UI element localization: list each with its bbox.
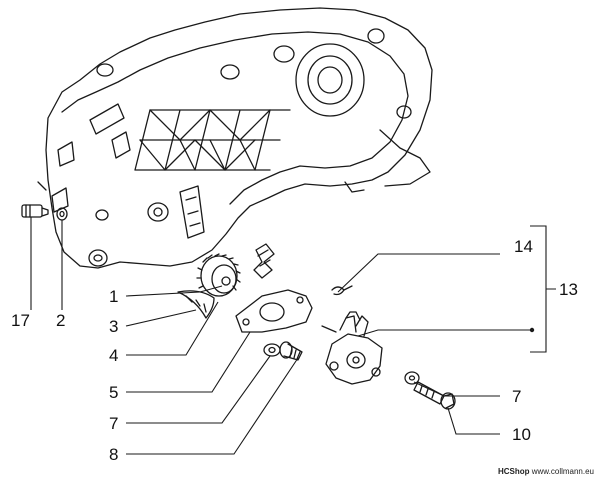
part-14-pin xyxy=(331,285,353,296)
leader-7a xyxy=(126,355,271,424)
part-17-plug xyxy=(21,204,49,218)
callout-13: 13 xyxy=(559,280,578,299)
leader-lines xyxy=(30,217,556,455)
leader-10 xyxy=(447,407,500,435)
leader-13-dot xyxy=(529,327,535,333)
callout-4: 4 xyxy=(109,346,119,365)
leader-4 xyxy=(126,301,219,356)
part-13-oil-pump xyxy=(321,311,383,385)
part-1-drive-gear xyxy=(196,253,241,297)
callout-17: 17 xyxy=(11,311,30,330)
callout-10: 10 xyxy=(512,425,531,444)
callout-14: 14 xyxy=(514,237,533,256)
leader-8 xyxy=(126,357,299,455)
callout-1: 1 xyxy=(109,287,119,306)
leader-3 xyxy=(125,309,197,327)
part-8-screw xyxy=(279,341,303,361)
crankcase-housing xyxy=(37,7,433,269)
part-2-washer xyxy=(56,207,68,221)
credit-brand: HCShop xyxy=(497,467,530,476)
leader-14 xyxy=(337,253,500,293)
leader-13-upper xyxy=(357,329,532,337)
callout-5: 5 xyxy=(109,383,119,402)
watermark-credit: HCShop www.collmann.eu xyxy=(498,467,594,476)
part-3-crescent xyxy=(177,290,215,319)
leader-7b xyxy=(413,381,500,397)
leader-1 xyxy=(125,285,223,297)
callout-3: 3 xyxy=(109,317,119,336)
callout-8: 8 xyxy=(109,445,119,464)
bracket-13 xyxy=(530,225,556,353)
part-7-washer-right xyxy=(404,371,420,385)
part-5-gasket xyxy=(235,289,313,333)
part-10-bolt xyxy=(413,381,456,410)
leader-5 xyxy=(126,331,251,393)
part-1-spring xyxy=(253,243,275,279)
callout-7-right: 7 xyxy=(512,387,522,406)
callout-2: 2 xyxy=(56,311,66,330)
credit-url: www.collmann.eu xyxy=(531,467,594,476)
callout-7-left: 7 xyxy=(109,414,119,433)
part-7-washer-left xyxy=(263,343,281,357)
